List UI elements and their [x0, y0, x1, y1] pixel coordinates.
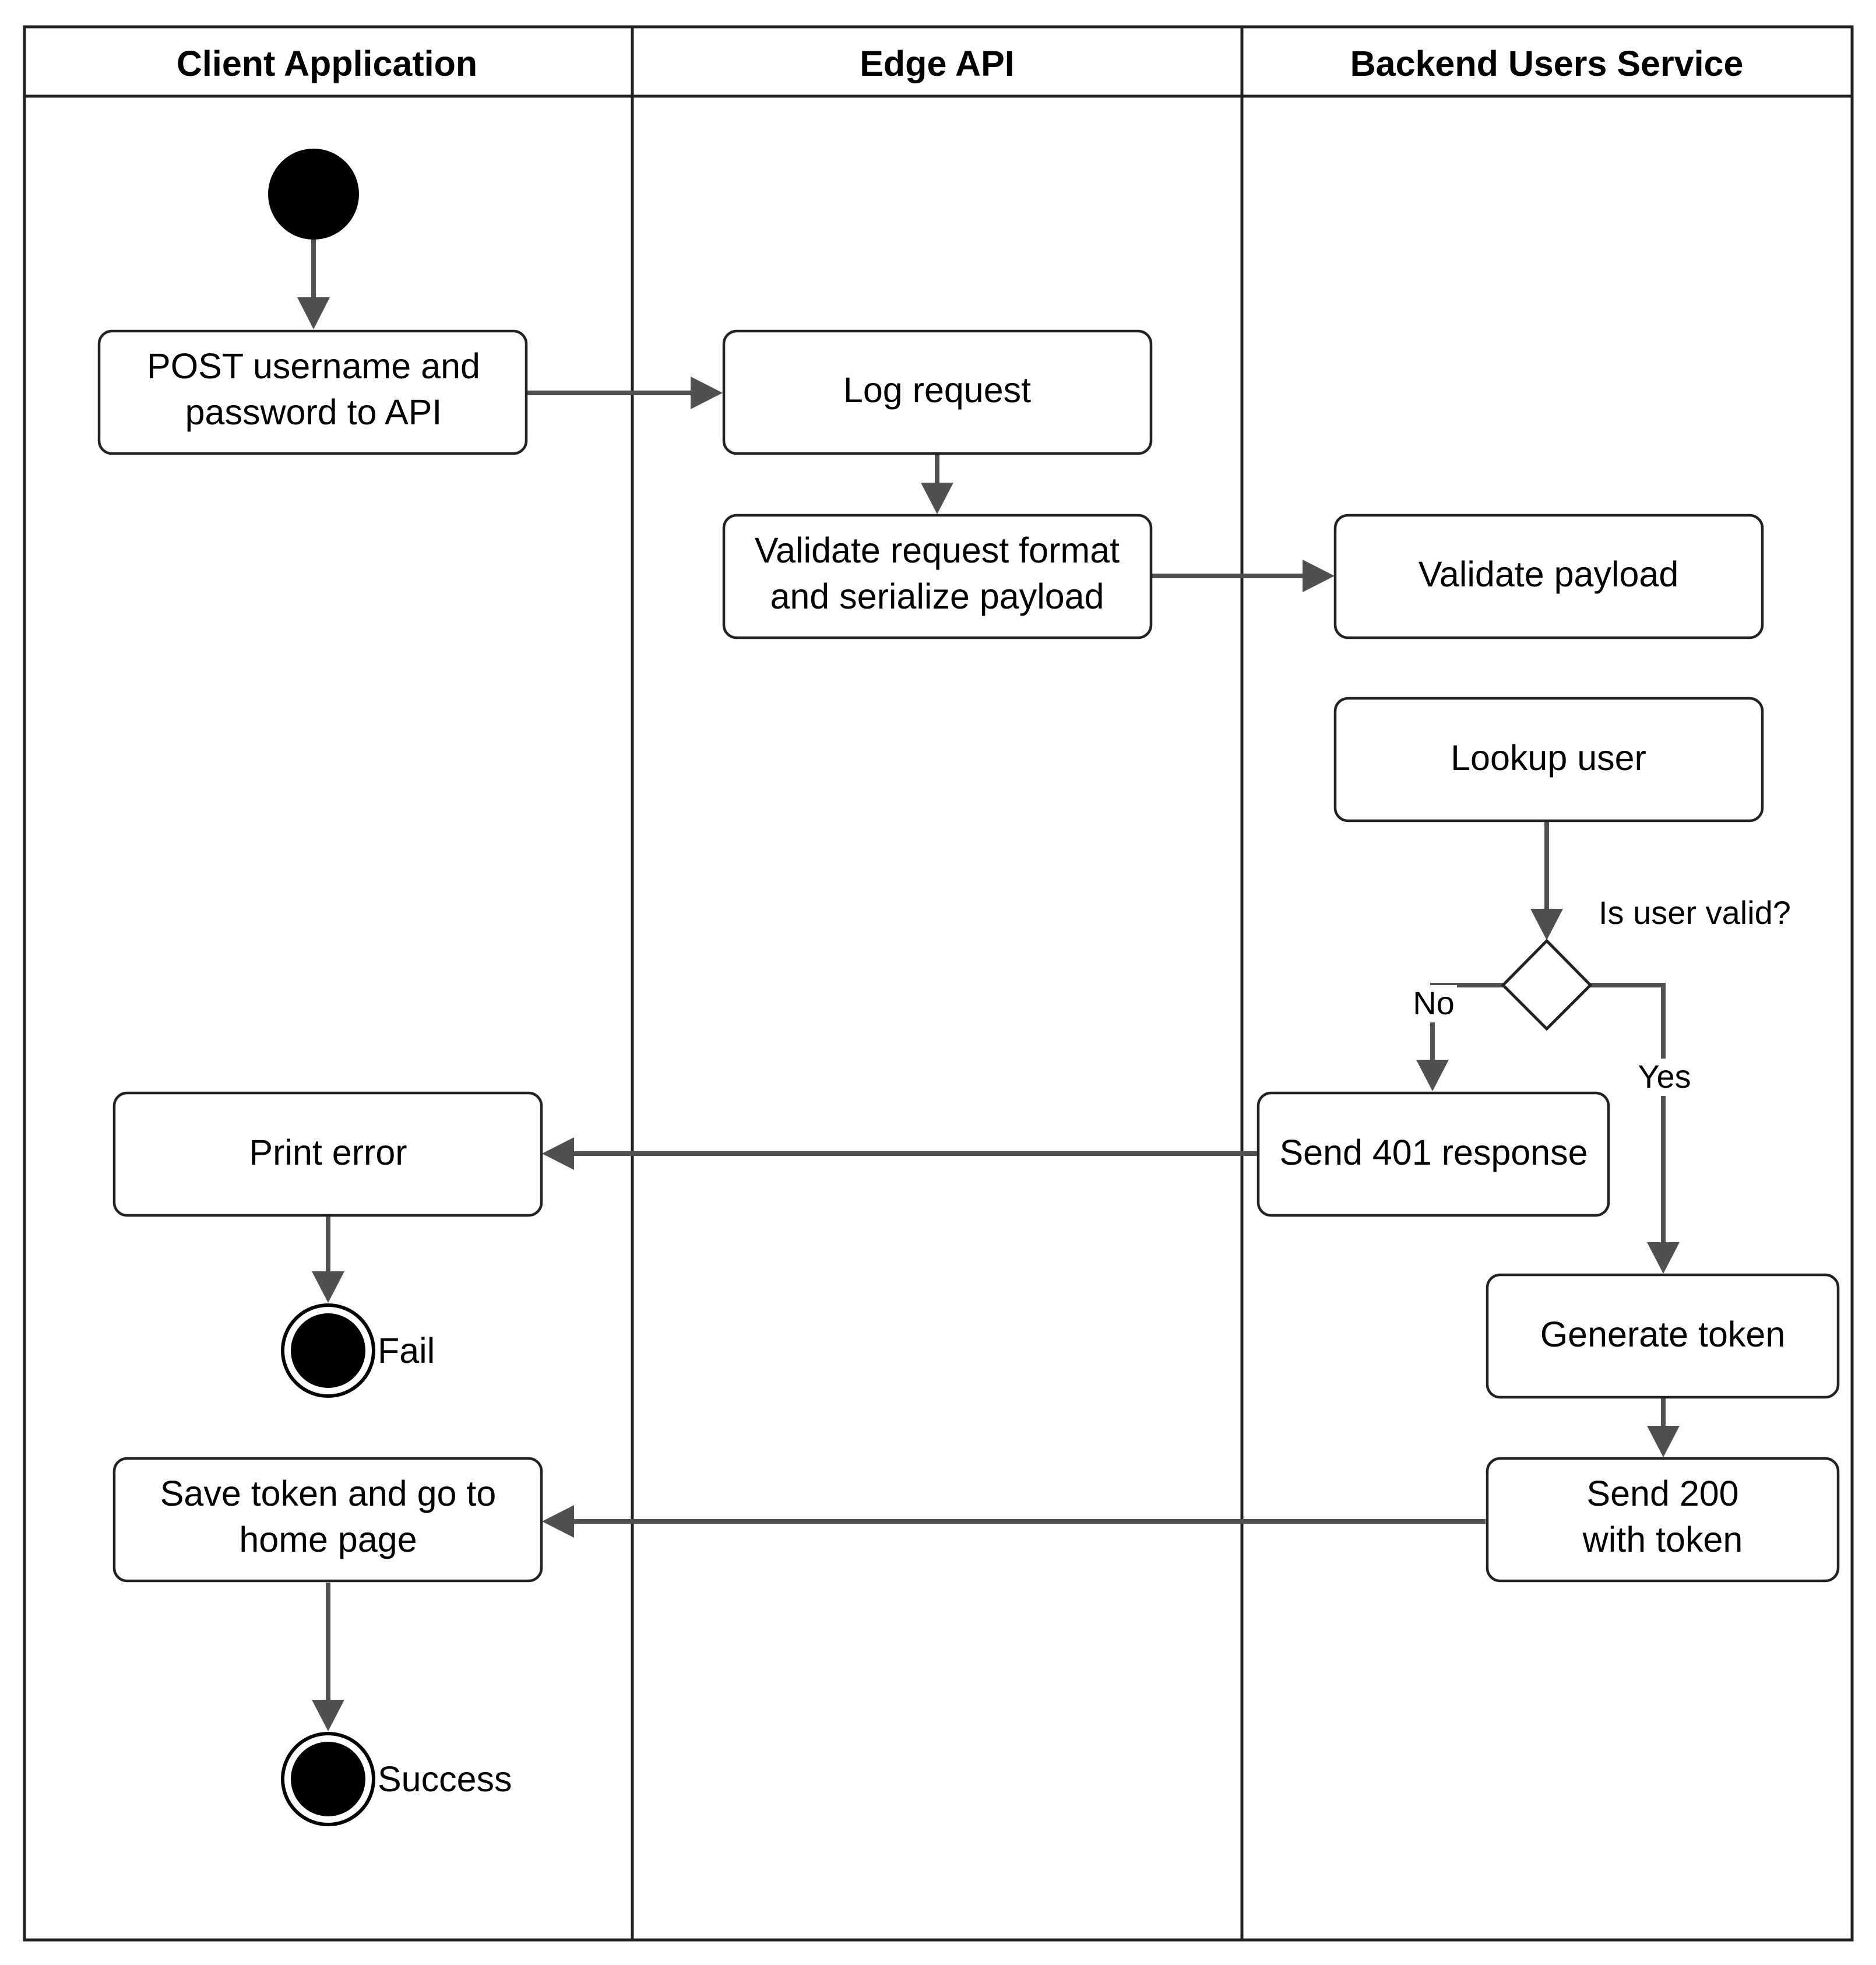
action-save-token-line-2: home page: [239, 1520, 417, 1559]
arrow-log-to-validate-format: [921, 454, 953, 514]
action-save-token: Save token and go to home page: [112, 1457, 543, 1583]
arrow-post-to-log: [527, 377, 723, 409]
action-validate-payload: Validate payload: [1333, 514, 1764, 639]
lane-title-backend-users-service: Backend Users Service: [1350, 44, 1744, 83]
action-log-request-label: Log request: [843, 370, 1031, 410]
end-label-success: Success: [378, 1759, 512, 1799]
action-validate-payload-label: Validate payload: [1419, 554, 1679, 594]
action-generate-token-label: Generate token: [1540, 1314, 1786, 1354]
action-lookup-user: Lookup user: [1333, 697, 1764, 822]
arrow-lookup-to-decision: [1530, 820, 1563, 940]
arrow-send401-to-print-error: [542, 1137, 1258, 1170]
action-send-401-response: Send 401 response: [1256, 1091, 1610, 1217]
lane-title-client-application: Client Application: [177, 44, 477, 83]
end-node-fail: [281, 1303, 375, 1398]
action-validate-request-format: Validate request format and serialize pa…: [722, 514, 1153, 639]
decision-no-label: No: [1413, 985, 1455, 1021]
action-validate-format-line-1: Validate request format: [755, 530, 1120, 570]
action-send-200-with-token: Send 200 with token: [1486, 1457, 1840, 1583]
arrow-print-error-to-fail: [312, 1216, 344, 1303]
action-print-error-label: Print error: [249, 1133, 407, 1172]
yes-label-bg: [1635, 1059, 1691, 1096]
action-send401-label: Send 401 response: [1279, 1133, 1588, 1172]
decision-yes-label: Yes: [1638, 1058, 1691, 1095]
action-generate-token: Generate token: [1486, 1273, 1840, 1399]
no-label-bg: [1410, 985, 1457, 1022]
action-send200-line-2: with token: [1582, 1520, 1743, 1559]
arrow-validate-format-to-validate-payload: [1151, 560, 1335, 592]
action-post-credentials: POST username and password to API: [97, 329, 528, 455]
arrow-generate-token-to-send200: [1647, 1397, 1680, 1457]
start-node: [268, 149, 359, 240]
action-post-line-2: password to API: [185, 392, 442, 432]
action-send200-line-1: Send 200: [1586, 1474, 1738, 1513]
action-lookup-user-label: Lookup user: [1451, 738, 1646, 778]
arrow-send200-to-save-token: [542, 1505, 1486, 1538]
decision-question-label: Is user valid?: [1599, 894, 1791, 931]
action-validate-format-line-2: and serialize payload: [770, 577, 1104, 616]
decision-node: [1501, 938, 1593, 1031]
action-save-token-line-1: Save token and go to: [160, 1474, 497, 1513]
action-print-error: Print error: [112, 1091, 543, 1217]
arrow-start-to-post: [297, 232, 330, 329]
end-label-fail: Fail: [378, 1331, 435, 1370]
action-post-line-1: POST username and: [147, 346, 480, 386]
arrow-save-token-to-success: [312, 1583, 344, 1731]
connectors: [297, 232, 1680, 1731]
end-node-success: [281, 1732, 375, 1826]
swimlane-frame: [23, 25, 1854, 1942]
arrow-decision-yes-to-generate-token: [1590, 983, 1680, 1274]
lane-title-edge-api: Edge API: [860, 44, 1015, 83]
action-log-request: Log request: [722, 329, 1153, 455]
